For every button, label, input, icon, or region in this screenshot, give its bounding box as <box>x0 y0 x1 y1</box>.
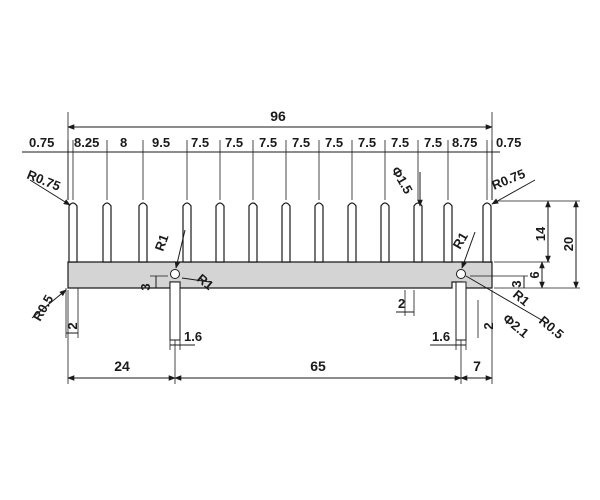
fin-13 <box>482 202 492 263</box>
overall-height-label: 20 <box>561 237 576 251</box>
fin-5 <box>215 202 225 263</box>
pin-left <box>169 281 181 341</box>
spacing-label-13: 0.75 <box>496 135 521 150</box>
right-dimensions: 14 20 6 3 <box>470 200 580 289</box>
diameter-fin-label: Φ1.5 <box>388 164 415 196</box>
spacing-label-5: 7.5 <box>225 135 243 150</box>
fin-11 <box>413 202 423 263</box>
spacing-label-1: 8.25 <box>74 135 99 150</box>
pin-right <box>455 281 467 341</box>
radius-right-top-label: R0.75 <box>490 166 528 193</box>
base-thickness-right-label: 6 <box>527 271 542 278</box>
spacing-label-10: 7.5 <box>391 135 409 150</box>
spacing-ticks <box>67 140 493 200</box>
overall-width-label: 96 <box>270 108 286 124</box>
pin-right-hole <box>456 269 466 279</box>
spacing-label-12: 8.75 <box>452 135 477 150</box>
radius-left-top-label: R0.75 <box>25 167 63 194</box>
radius-right-base-label: R0.5 <box>536 313 567 342</box>
bottom-segment-1: 65 <box>310 358 326 374</box>
fin-9 <box>347 202 357 263</box>
diameter-pin-label: Φ2.1 <box>500 311 532 341</box>
spacing-label-2: 8 <box>120 135 127 150</box>
groove-width-label: 2 <box>398 296 405 311</box>
left-dimensions: 3 2 <box>65 275 168 338</box>
radius-left-base-label: R0.5 <box>30 292 57 323</box>
spacing-label-4: 7.5 <box>191 135 209 150</box>
spacing-label-8: 7.5 <box>325 135 343 150</box>
step-right-label: 3 <box>509 280 524 287</box>
fin-12 <box>443 202 453 263</box>
fin-4 <box>182 202 192 263</box>
bottom-segment-0: 24 <box>114 358 130 374</box>
spacing-label-11: 7.5 <box>424 135 442 150</box>
spacing-label-6: 7.5 <box>259 135 277 150</box>
heatsink-fins <box>68 202 492 263</box>
heatsink-profile <box>67 202 493 341</box>
heatsink-base <box>67 261 493 289</box>
step-left-label: 3 <box>138 283 153 290</box>
spacing-label-3: 9.5 <box>152 135 170 150</box>
fin-8 <box>314 202 324 263</box>
bottom-segment-2: 7 <box>473 358 481 374</box>
bottom-dimensions: 24 65 7 1.6 1.6 2 2 <box>67 290 496 384</box>
pin-width-left-label: 1.6 <box>184 329 202 344</box>
fin-3 <box>138 202 148 263</box>
fin-6 <box>248 202 258 263</box>
radius-pin-right-bottom-label: R1 <box>510 287 532 309</box>
fin-height-label: 14 <box>533 226 548 241</box>
spacing-label-7: 7.5 <box>292 135 310 150</box>
base-thickness-left-label: 2 <box>65 322 80 329</box>
radius-pin-right-top-label: R1 <box>450 230 471 252</box>
pin-extra-label: 2 <box>481 322 496 329</box>
pin-width-right-label: 1.6 <box>432 329 450 344</box>
top-dimensions: 96 0.75 8.25 8 9.5 7.5 7.5 7.5 7.5 7.5 7… <box>22 108 521 200</box>
spacing-label-9: 7.5 <box>358 135 376 150</box>
spacing-label-0: 0.75 <box>29 135 54 150</box>
pin-left-hole <box>170 269 180 279</box>
fin-2 <box>102 202 112 263</box>
fin-1 <box>68 202 78 263</box>
radius-pin-left-top-label: R1 <box>152 232 172 253</box>
fin-7 <box>281 202 291 263</box>
fin-10 <box>380 202 390 263</box>
